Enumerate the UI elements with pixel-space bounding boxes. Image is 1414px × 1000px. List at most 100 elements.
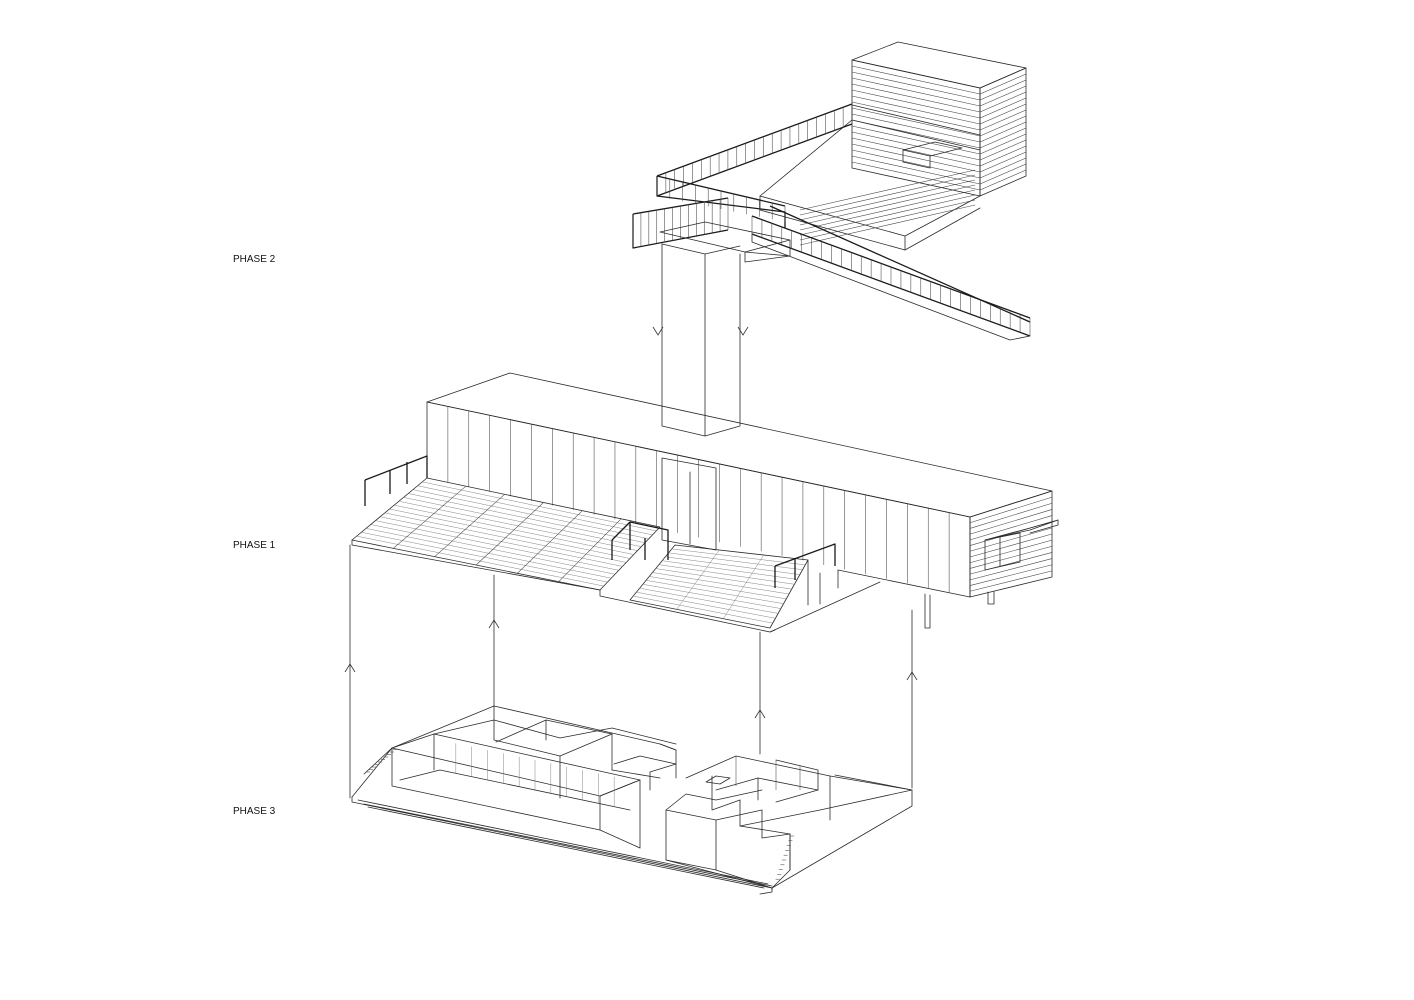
- bleacher-divider: [393, 485, 467, 549]
- tower-side-slat: [979, 79, 1027, 101]
- deck-slat: [799, 169, 976, 211]
- tower-slat: [851, 107, 981, 137]
- tower-side-slat: [979, 163, 1027, 185]
- tower-slat: [851, 71, 981, 101]
- deck-slat: [799, 199, 976, 241]
- end-slat: [969, 503, 1053, 529]
- down-arrow-left: [652, 326, 664, 336]
- phase-1-bleachers: [351, 477, 661, 591]
- end-slat: [969, 552, 1053, 575]
- bleacher-step: [662, 560, 798, 580]
- deck-slat: [799, 184, 976, 226]
- bleacher-step: [646, 580, 784, 604]
- tower-slat: [851, 161, 981, 191]
- bleacher-divider: [434, 494, 505, 557]
- bleacher-divider: [475, 502, 544, 566]
- phase-2-platform: [659, 221, 791, 263]
- phase-1-structure: [344, 372, 1059, 719]
- phase-2-ramp: [751, 205, 1031, 341]
- tower-side-slat: [979, 127, 1027, 149]
- bleacher-step: [668, 552, 803, 570]
- tower-slat: [851, 155, 981, 185]
- end-slat: [969, 509, 1053, 535]
- end-slat: [969, 570, 1053, 592]
- end-slat: [969, 533, 1053, 558]
- tower-side-slat: [979, 103, 1027, 125]
- deck-slat: [799, 174, 976, 216]
- tower-slat: [851, 125, 981, 155]
- phase-1-facade: [426, 401, 971, 598]
- connector-lines: [349, 544, 913, 799]
- phase-3-base: [351, 705, 913, 895]
- tower-side-slat: [979, 139, 1027, 161]
- phase-1-underside: [351, 539, 881, 633]
- phase-3-label: PHASE 3: [233, 806, 276, 817]
- phase-2-landing-railing: [632, 175, 786, 249]
- tower-slat: [851, 143, 981, 173]
- tower-slat: [851, 137, 981, 167]
- bleacher-divider: [517, 510, 583, 574]
- end-slat: [969, 546, 1053, 569]
- tower-slat: [851, 131, 981, 161]
- phase-1-columns: [924, 591, 995, 629]
- deck-slat: [799, 194, 976, 236]
- tower-side-slat: [979, 121, 1027, 143]
- tower-side-slat: [979, 145, 1027, 167]
- phase-2-structure: [632, 41, 1031, 437]
- bleacher-step: [633, 595, 773, 624]
- tower-side-slat: [979, 133, 1027, 155]
- tower-slat: [851, 149, 981, 179]
- tower-slat: [851, 95, 981, 125]
- tower-side-slat: [979, 157, 1027, 179]
- bleacher-step: [658, 564, 795, 585]
- tower-side-slat: [979, 85, 1027, 107]
- end-slat: [969, 496, 1053, 523]
- bleacher-step: [639, 587, 779, 614]
- end-slat: [969, 527, 1053, 552]
- phase-2-deck: [759, 104, 981, 251]
- phase-3-structure: [351, 705, 913, 895]
- end-slat: [969, 515, 1053, 541]
- end-slat: [969, 564, 1053, 586]
- down-arrow-right: [737, 326, 749, 336]
- tower-side-slat: [979, 115, 1027, 137]
- bleacher-divider: [558, 518, 622, 582]
- tower-slat: [851, 113, 981, 143]
- deck-slat: [799, 204, 976, 246]
- phase-1-roof: [426, 372, 1053, 529]
- phase-1-bleachers-right: [629, 544, 809, 629]
- tower-slat: [851, 77, 981, 107]
- deck-slat: [799, 189, 976, 231]
- connector-column: [661, 243, 741, 437]
- phase-3-hall: [363, 733, 641, 849]
- tower-side-slat: [979, 97, 1027, 119]
- phase-3-stair-right: [771, 833, 794, 889]
- bleacher-divider: [676, 549, 720, 610]
- tower-side-slat: [979, 91, 1027, 113]
- phase-3-service-core: [665, 789, 791, 889]
- tower-slat: [851, 101, 981, 131]
- bleacher-step: [649, 576, 787, 600]
- tower-side-slat: [979, 151, 1027, 173]
- tower-side-slat: [979, 73, 1027, 95]
- phase-1-railings: [364, 455, 836, 588]
- bleacher-step: [636, 591, 776, 619]
- bleacher-step: [652, 572, 790, 595]
- phase-1-end-block: [969, 490, 1059, 598]
- tower-slat: [851, 89, 981, 119]
- tower-slat: [851, 83, 981, 113]
- phase-3-right-rooms: [685, 755, 913, 835]
- bleacher-step: [655, 568, 792, 590]
- phase-2-tower: [851, 41, 1027, 197]
- phase-3-rear-rooms: [433, 705, 677, 799]
- phase-1-label: PHASE 1: [233, 540, 276, 551]
- bleacher-divider: [723, 554, 764, 619]
- bleacher-step: [642, 584, 781, 609]
- tower-side-slat: [979, 169, 1027, 191]
- end-slat: [969, 558, 1053, 581]
- deck-slat: [799, 179, 976, 221]
- tower-slat: [851, 65, 981, 95]
- phase-2-label: PHASE 2: [233, 254, 276, 265]
- bleacher-step: [665, 556, 800, 575]
